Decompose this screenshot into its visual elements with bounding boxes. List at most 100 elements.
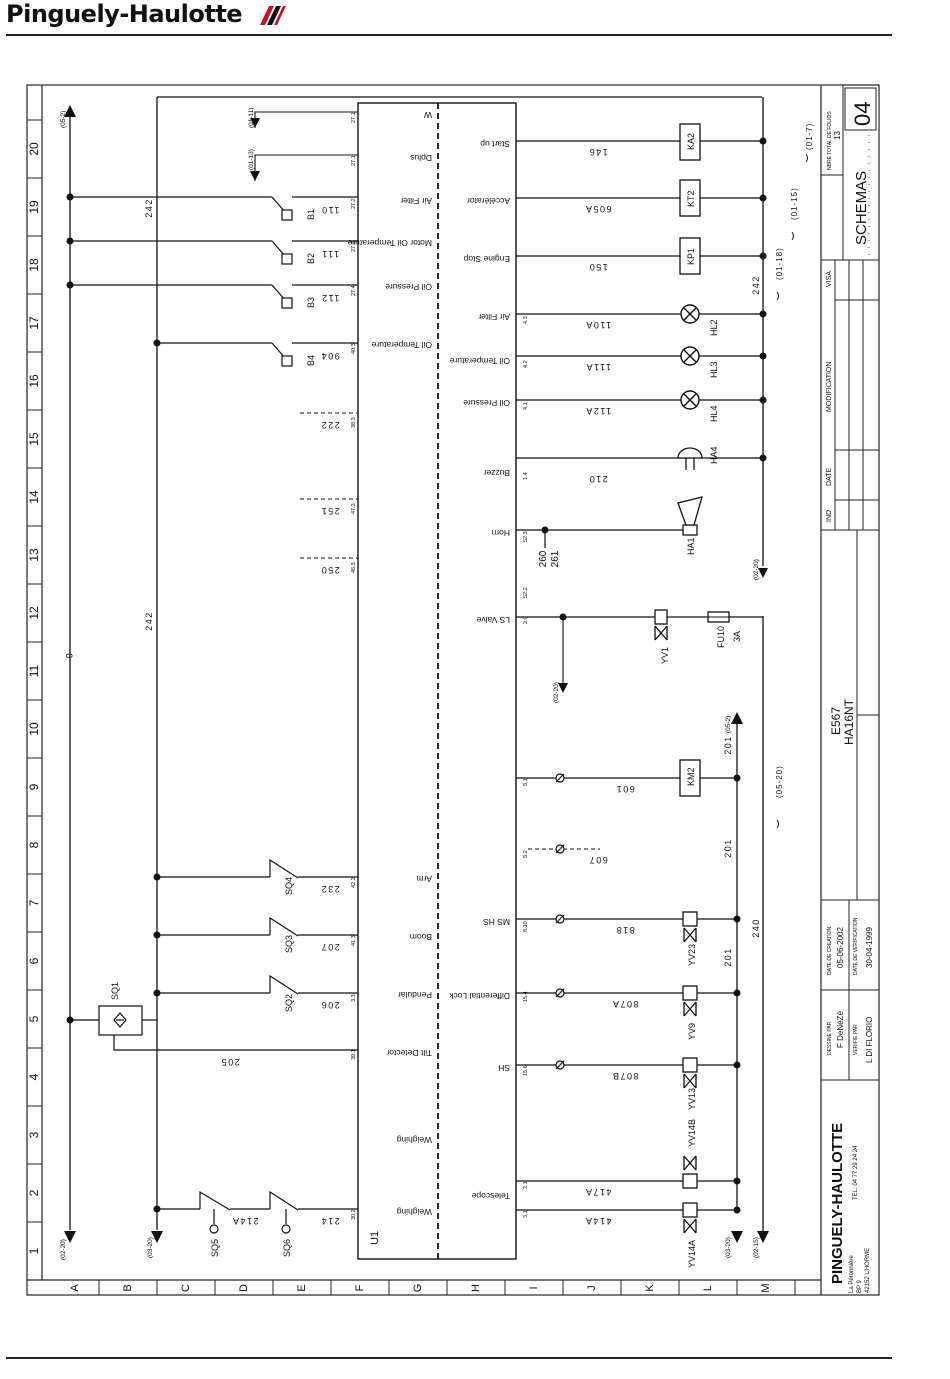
wire-number: 150: [588, 262, 608, 272]
lamp-label: HL2: [709, 319, 719, 336]
row-number: 9: [27, 783, 41, 790]
row-number: 20: [27, 142, 41, 156]
horn-label: HA1: [686, 537, 696, 555]
column-letter: J: [586, 1285, 598, 1291]
valve-label: YV14A: [687, 1240, 697, 1268]
row-number: 5: [27, 1015, 41, 1022]
row-number: 16: [27, 374, 41, 388]
folio-total-label: NBRE TOTAL DE FOLIOS: [827, 111, 833, 170]
company-name: PINGUELY-HAULOTTE: [829, 1123, 846, 1284]
pin-number: 47.3: [351, 503, 357, 514]
creation-date: 05-06-2002: [836, 927, 845, 968]
ecu-output-label: Start up: [480, 139, 510, 149]
row-number: 15: [27, 432, 41, 446]
valve-label: YV1: [660, 647, 670, 664]
pin-number: 46.3: [351, 562, 357, 573]
ecu-input-label: Oil Temperature: [371, 340, 432, 350]
creation-date-label: DATE DE CREATION: [827, 926, 833, 975]
wire-number: 206: [320, 1000, 340, 1010]
pin-number: 3.1: [523, 1210, 529, 1218]
valve-label: YV9: [687, 1023, 697, 1040]
brand-logo-icon: [260, 6, 286, 25]
ecu-input-label: Air Filter: [400, 196, 432, 206]
relay-label: KA2: [686, 133, 696, 150]
fuse-rating: 3A: [732, 631, 742, 642]
pin-number: 30.2: [351, 1209, 357, 1220]
column-letter: D: [238, 1284, 250, 1292]
pin-number: 39.1: [351, 1049, 357, 1060]
wire-number: 146: [588, 147, 608, 157]
switch-label: SQ5: [210, 1239, 220, 1257]
pin-number: 27.3: [351, 241, 357, 252]
folio-total: 13: [833, 131, 842, 140]
ecu-output-label: Horn: [491, 528, 510, 538]
pin-number: 27.1: [351, 112, 357, 123]
drawn-by-label: DESSINE PAR: [827, 1021, 833, 1055]
pin-number: 52.2: [523, 587, 529, 598]
sensor-label: B1: [306, 209, 316, 220]
ecu-output-label: Oil Temperature: [449, 356, 510, 366]
lamp-label: HL3: [709, 361, 719, 378]
revision-header-ind: IND: [826, 510, 833, 522]
row-number: 6: [27, 957, 41, 964]
row-number: 14: [27, 490, 41, 504]
relay-label: KT2: [686, 190, 696, 207]
wire-number: 601: [615, 784, 635, 794]
wire-number: 605A: [584, 204, 611, 214]
pin-number: 4.2: [523, 360, 529, 368]
valve-label: YV14B: [687, 1119, 697, 1147]
fuse-label: FU10: [716, 626, 726, 648]
wire-number: 201: [723, 838, 733, 858]
wire-number: 250: [320, 565, 340, 575]
column-letter: H: [470, 1284, 482, 1292]
footer-rule: [6, 1357, 892, 1359]
row-number: 18: [27, 258, 41, 272]
pin-number: 27.4: [351, 285, 357, 296]
wire-number: 205: [220, 1057, 240, 1067]
row-number: 13: [27, 548, 41, 562]
buzzer-icon: [677, 447, 703, 470]
switch-label: SQ2: [284, 994, 294, 1012]
pin-number: 52.3: [523, 531, 529, 542]
wire-number: 904: [320, 351, 340, 361]
section-title: SCHEMAS: [853, 171, 870, 245]
column-letter: F: [354, 1284, 366, 1291]
wire-number: 807A: [611, 999, 638, 1009]
ecu-output-label: SH: [498, 1063, 510, 1073]
controller-u1: [357, 102, 517, 1260]
revision-header-visa: VISA: [826, 271, 833, 287]
sensor-label: B3: [306, 297, 316, 308]
pin-number: 2.1: [523, 1181, 529, 1189]
wire-number: 112: [321, 293, 340, 303]
wire-number: 110A: [585, 320, 611, 330]
ecu-input-label: Weighing: [396, 1135, 432, 1145]
row-number: 1: [27, 1247, 41, 1254]
wire-number: 607: [588, 855, 608, 865]
cross-reference: (02-20): [753, 559, 760, 580]
pin-number: 3.3: [351, 994, 357, 1002]
wire-number: 222: [320, 420, 340, 430]
wire-number: 214A: [231, 1216, 258, 1226]
controller-label: U1: [369, 1231, 381, 1245]
column-letter: L: [702, 1285, 714, 1291]
pin-number: 27.2: [351, 198, 357, 209]
pin-number: 4.1: [523, 402, 529, 410]
ecu-input-label: Motor Oil Temperature: [347, 238, 432, 248]
ecu-input-label: Arm: [416, 874, 432, 884]
cross-reference: (01-11): [248, 108, 255, 128]
row-number: 4: [27, 1073, 41, 1080]
wire-number: 210: [588, 474, 608, 484]
row-number: 10: [27, 722, 41, 736]
check-date-label: DATE DE VERIFICATION: [853, 917, 859, 975]
wire-number: 242: [751, 275, 761, 295]
cross-reference: (02-20): [553, 682, 560, 703]
buzzer-label: HA4: [709, 446, 719, 464]
wire-number: 414A: [584, 1216, 611, 1226]
checked-by: L DI FLORIO: [865, 1017, 874, 1063]
horn-icon: [677, 496, 703, 536]
address-line: BP 9: [857, 1279, 863, 1293]
pin-number: 2.0: [523, 616, 529, 624]
cross-reference: (03-20): [147, 1237, 154, 1258]
wire-number: 251: [320, 506, 340, 516]
cross-reference: (03-20): [725, 1237, 732, 1258]
